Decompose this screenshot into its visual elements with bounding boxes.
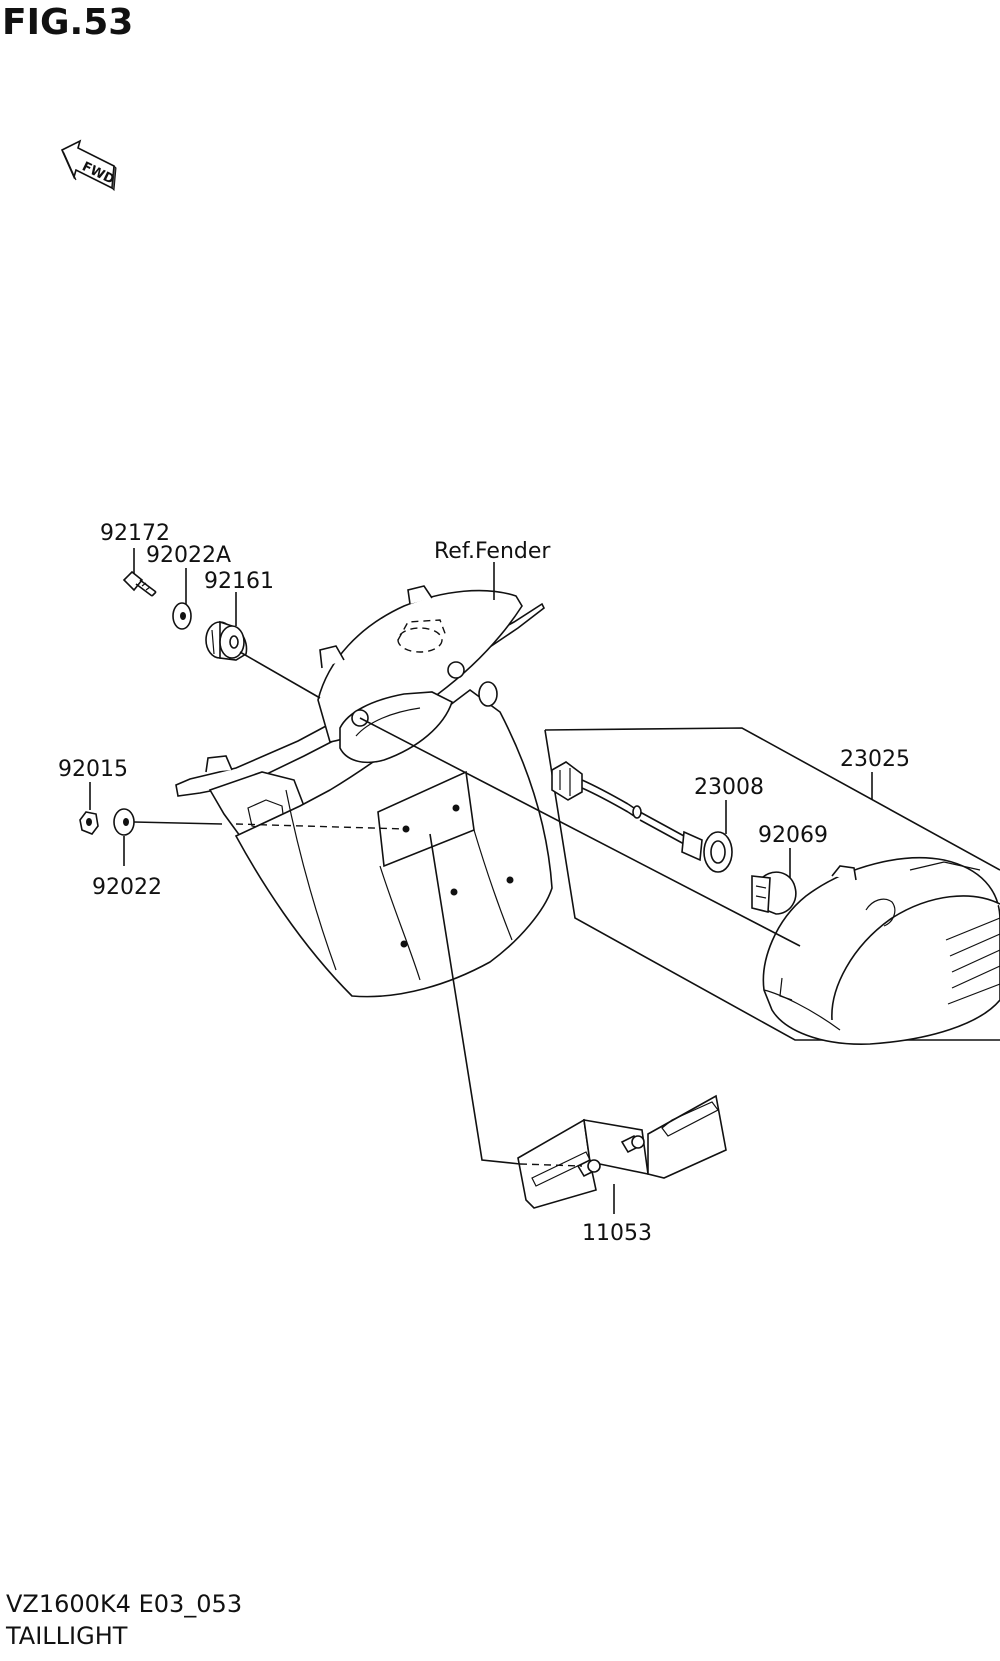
license-bracket-part [517,1094,727,1209]
diagram-name: TAILLIGHT [6,1622,128,1650]
callout-labels: 92172 92022A 92161 Ref.Fender 92015 9202… [58,521,910,1246]
rear-fender-part [175,585,553,998]
callout-92161: 92161 [204,569,274,594]
washer-part [172,602,192,630]
fwd-arrow-icon: FWD [60,139,117,192]
taillight-lens-part [762,857,1000,1045]
washer-lower-part [113,808,135,836]
callout-92022A: 92022A [146,543,231,568]
callout-11053: 11053 [582,1221,652,1246]
diagram-code: VZ1600K4 E03_053 [6,1590,243,1618]
bulb-part [751,871,797,915]
callout-23025: 23025 [840,747,910,772]
leader-lines [89,548,873,1214]
callout-92015: 92015 [58,757,128,782]
callout-92069: 92069 [758,823,828,848]
callout-92022: 92022 [92,875,162,900]
figure-title: FIG.53 [2,2,134,43]
bolt-part [122,570,157,597]
grommet-part [205,620,248,661]
callout-92172: 92172 [100,521,170,546]
callout-ref-fender: Ref.Fender [434,539,551,564]
callout-23008: 23008 [694,775,764,800]
nut-part [79,811,99,835]
bulb-socket-harness-part [551,761,733,873]
